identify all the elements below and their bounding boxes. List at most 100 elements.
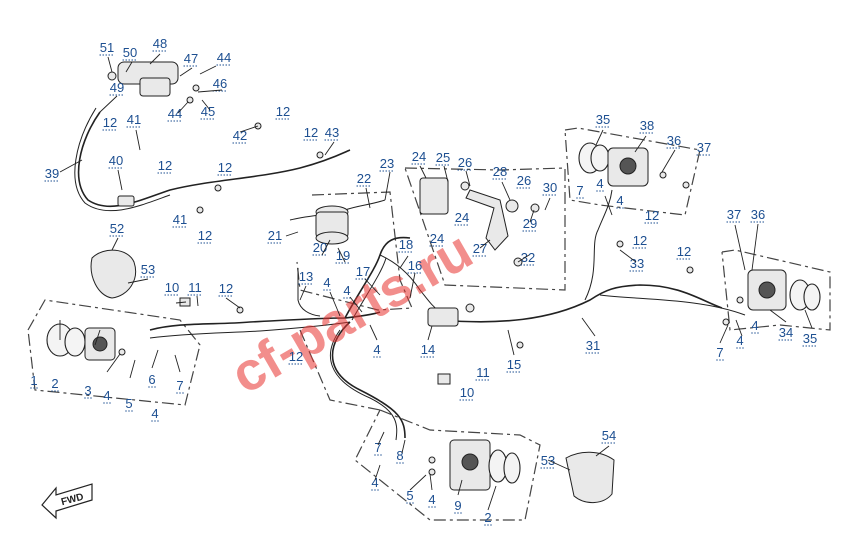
callout-number: 50: [123, 45, 137, 60]
leader-line: [149, 53, 161, 65]
leader-line: [337, 247, 346, 263]
callout-37: 37: [696, 140, 712, 156]
callout-40: 40: [108, 153, 124, 169]
callout-7: 7: [716, 345, 724, 361]
callout-24: 24: [454, 210, 470, 226]
callout-number: 27: [473, 241, 487, 256]
callout-20: 20: [312, 240, 328, 256]
leader-line: [619, 249, 637, 263]
callout-number: 12: [218, 160, 232, 175]
callout-number: 30: [543, 180, 557, 195]
callout-number: 54: [602, 428, 616, 443]
callout-number: 33: [630, 256, 644, 271]
callout-number: 4: [151, 406, 158, 421]
leader-line: [175, 301, 187, 304]
callout-number: 11: [188, 280, 202, 295]
leader-line: [769, 309, 787, 323]
callout-10: 10: [164, 280, 180, 296]
callout-number: 35: [596, 112, 610, 127]
leader-line: [129, 359, 136, 379]
leader-line: [384, 171, 391, 201]
callout-number: 12: [304, 125, 318, 140]
leader-line: [117, 169, 123, 191]
callout-number: 12: [219, 281, 233, 296]
callout-number: 42: [233, 128, 247, 143]
callout-number: 41: [127, 112, 141, 127]
callout-number: 21: [268, 228, 282, 243]
callout-31: 31: [585, 338, 601, 354]
callout-8: 8: [396, 448, 404, 464]
callout-36: 36: [666, 133, 682, 149]
callout-number: 52: [110, 221, 124, 236]
leader-line: [59, 159, 83, 173]
callout-number: 24: [412, 149, 426, 164]
leader-line: [401, 439, 406, 454]
callout-number: 12: [677, 244, 691, 259]
callout-number: 4: [751, 318, 758, 333]
group-boundaries: [27, 127, 831, 521]
callout-26: 26: [457, 155, 473, 171]
callout-12: 12: [218, 281, 234, 297]
callout-number: 3: [84, 383, 91, 398]
leader-line: [443, 165, 449, 183]
leader-line: [99, 95, 118, 113]
leader-line: [324, 141, 335, 156]
callout-14: 14: [420, 342, 436, 358]
callout-number: 4: [103, 388, 110, 403]
callout-2: 2: [484, 510, 492, 526]
callout-29: 29: [522, 216, 538, 232]
callout-number: 36: [667, 133, 681, 148]
leader-line: [399, 255, 409, 269]
callout-17: 17: [355, 264, 371, 280]
leader-line: [94, 329, 101, 346]
callout-number: 53: [541, 453, 555, 468]
callout-number: 2: [484, 510, 491, 525]
callout-number: 12: [633, 233, 647, 248]
callout-number: 7: [176, 378, 183, 393]
leader-line: [547, 459, 571, 471]
leader-line: [409, 272, 416, 299]
callout-number: 48: [153, 36, 167, 51]
callout-34: 34: [778, 325, 794, 341]
leader-line: [501, 181, 511, 201]
callout-4: 4: [751, 318, 759, 334]
callout-number: 25: [436, 150, 450, 165]
callout-number: 10: [460, 385, 474, 400]
callout-44: 44: [167, 106, 183, 122]
leader-line: [179, 67, 193, 77]
leader-line: [604, 195, 613, 216]
callout-44: 44: [216, 50, 232, 66]
callout-number: 7: [374, 440, 381, 455]
callout-number: 41: [173, 212, 187, 227]
callout-4: 4: [323, 275, 331, 291]
callout-number: 4: [373, 342, 380, 357]
callout-number: 13: [299, 269, 313, 284]
callout-number: 26: [517, 173, 531, 188]
leader-line: [107, 56, 113, 73]
callout-18: 18: [398, 237, 414, 253]
callout-49: 49: [109, 80, 125, 96]
callout-number: 4: [323, 275, 330, 290]
callout-number: 43: [325, 125, 339, 140]
callout-number: 34: [779, 325, 793, 340]
leader-line: [369, 324, 378, 341]
callout-number: 7: [716, 345, 723, 360]
small-clips: [117, 122, 694, 385]
callout-1: 1: [30, 373, 38, 389]
callout-7: 7: [576, 183, 584, 199]
callout-number: 2: [51, 376, 58, 391]
callout-number: 51: [100, 40, 114, 55]
callout-28: 28: [492, 164, 508, 180]
callout-number: 6: [148, 372, 155, 387]
callout-42: 42: [232, 128, 248, 144]
callout-39: 39: [44, 166, 60, 182]
leader-line: [106, 353, 121, 373]
callout-number: 18: [399, 237, 413, 252]
callout-24: 24: [429, 231, 445, 247]
leader-line: [409, 474, 427, 491]
leader-line: [634, 135, 647, 153]
leader-line: [174, 354, 181, 373]
callout-number: 46: [213, 76, 227, 91]
callout-12: 12: [676, 244, 692, 260]
